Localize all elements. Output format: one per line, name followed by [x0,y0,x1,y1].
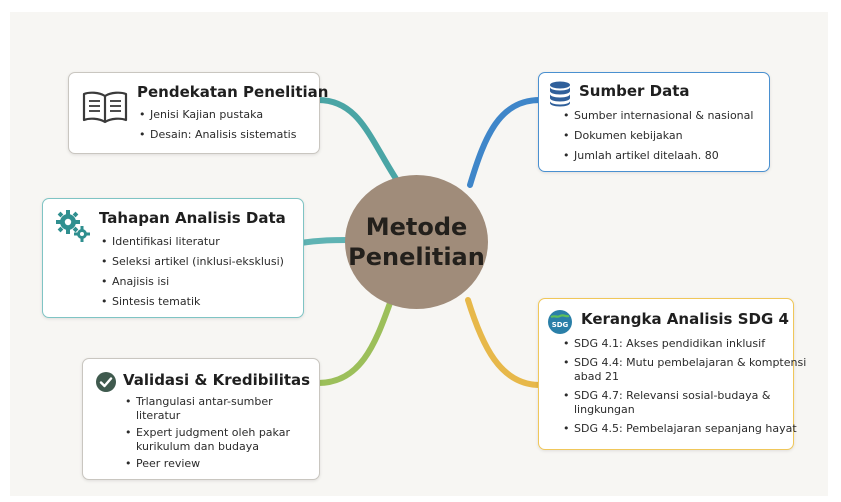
central-topic-title: Metode Penelitian [348,213,485,271]
link-sumber [467,97,543,188]
node-title: Kerangka Analisis SDG 4 [581,310,789,328]
list-item: Jenisi Kajian pustaka [137,108,296,122]
node-items: SDG 4.1: Akses pendidikan inklusif SDG 4… [561,337,841,436]
link-pendekatan [315,97,403,188]
gears-icon [56,210,90,242]
list-item: Identifikasi literatur [99,235,284,249]
node-items: Trlangulasi antar-sumber literatur Exper… [123,395,313,471]
node-kerangka: SDG Kerangka Analisis SDG 4 SDG 4.1: Aks… [538,298,806,450]
node-validasi: Validasi & Kredibilitas Trlangulasi anta… [82,358,320,480]
list-item: Desain: Analisis sistematis [137,128,296,142]
node-pendekatan: Pendekatan Penelitian Jenisi Kajian pust… [68,72,328,154]
list-item: Trlangulasi antar-sumber literatur [123,395,313,423]
node-sumber: Sumber Data Sumber internasional & nasio… [538,72,770,172]
list-item: SDG 4.4: Mutu pembelajaran & komptensi a… [561,356,824,384]
list-item: Seleksi artikel (inklusi-eksklusi) [99,255,284,269]
list-item: SDG 4.1: Akses pendidikan inklusif [561,337,841,351]
central-topic: Metode Penelitian [345,175,488,309]
node-tahapan: Tahapan Analisis Data Identifikasi liter… [42,198,304,318]
node-title: Pendekatan Penelitian [137,83,329,101]
link-tahapan [297,237,351,246]
link-validasi [315,300,393,386]
list-item: Sumber internasional & nasional [561,109,753,123]
list-item: Anajisis isi [99,275,284,289]
list-item: Peer review [123,457,313,471]
node-title: Tahapan Analisis Data [99,209,286,227]
list-item: Jumlah artikel ditelaah. 80 [561,149,753,163]
list-item: Expert judgment oleh pakar kurikulum dan… [123,426,313,454]
node-items: Jenisi Kajian pustaka Desain: Analisis s… [137,108,296,142]
sdg-globe-icon: SDG [548,310,572,334]
list-item: Sintesis tematik [99,295,284,309]
link-kerangka [465,297,543,388]
list-item: Dokumen kebijakan [561,129,753,143]
list-item: SDG 4.5: Pembelajaran sepanjang hayat [561,422,841,436]
node-items: Sumber internasional & nasional Dokumen … [561,109,753,163]
sdg-icon-text: SDG [552,321,569,329]
node-title: Sumber Data [579,82,690,100]
node-items: Identifikasi literatur Seleksi artikel (… [99,235,284,309]
open-book-icon [82,91,128,124]
database-icon [550,81,570,107]
check-circle-icon [96,372,116,392]
node-title: Validasi & Kredibilitas [123,371,311,389]
list-item: SDG 4.7: Relevansi sosial-budaya & lingk… [561,389,804,417]
